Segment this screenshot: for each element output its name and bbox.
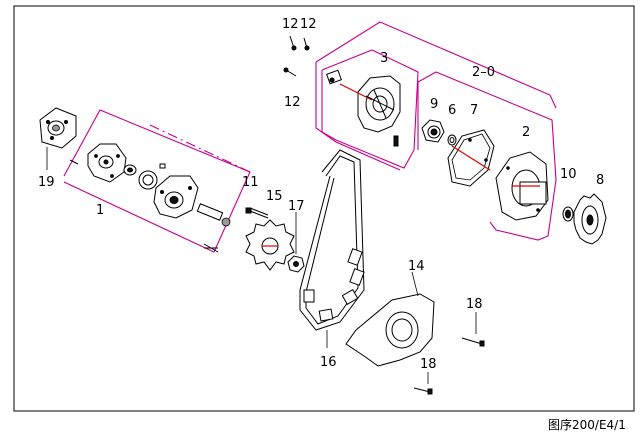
label-part-2: 2 [522, 125, 530, 140]
group-1-outline [63, 109, 251, 253]
label-part-12-c: 12 [284, 95, 301, 110]
label-part-12-b: 12 [300, 17, 317, 32]
part-3-housing [326, 69, 401, 147]
part-8-gear [573, 193, 607, 245]
diagram-frame [13, 5, 635, 412]
part-9-bearing [421, 119, 445, 143]
part-14-guide [345, 271, 435, 367]
part-12-screws [283, 35, 310, 77]
part-3-axis [339, 83, 373, 101]
label-part-19: 19 [38, 175, 55, 190]
label-part-12-a: 12 [282, 17, 299, 32]
label-part-8: 8 [596, 173, 604, 188]
group-2-0-outline [315, 21, 557, 109]
part-7-axis [451, 145, 491, 171]
label-part-18-b: 18 [420, 357, 437, 372]
part-19-flange [39, 107, 77, 170]
part-1-pump [69, 143, 231, 253]
label-part-2-0: 2–0 [472, 65, 495, 80]
part-15-sprocket [245, 219, 295, 271]
group-2-0-side [315, 62, 401, 171]
label-part-11: 11 [242, 175, 259, 190]
part-18-screws [413, 312, 485, 395]
label-part-6: 6 [448, 103, 456, 118]
label-part-3: 3 [380, 51, 388, 66]
part-17-nut [287, 212, 305, 273]
group-3-outline [321, 49, 419, 169]
label-part-18-a: 18 [466, 297, 483, 312]
figure-code: 图序200/E4/1 [548, 417, 626, 432]
part-2-cover [495, 151, 549, 221]
label-part-7: 7 [470, 103, 478, 118]
label-part-15: 15 [266, 189, 283, 204]
label-part-1: 1 [96, 203, 104, 218]
centerline [149, 124, 251, 173]
label-part-17: 17 [288, 199, 305, 214]
part-16-chain [299, 149, 365, 348]
part-6-washer [447, 134, 457, 146]
part-10-ring [562, 206, 574, 222]
label-part-16: 16 [320, 355, 337, 370]
label-part-9: 9 [430, 97, 438, 112]
part-11-bolt [245, 207, 269, 219]
label-part-10: 10 [560, 167, 577, 182]
label-part-14: 14 [408, 259, 425, 274]
group-2-outline [417, 71, 557, 241]
part-7-gasket [447, 129, 495, 187]
